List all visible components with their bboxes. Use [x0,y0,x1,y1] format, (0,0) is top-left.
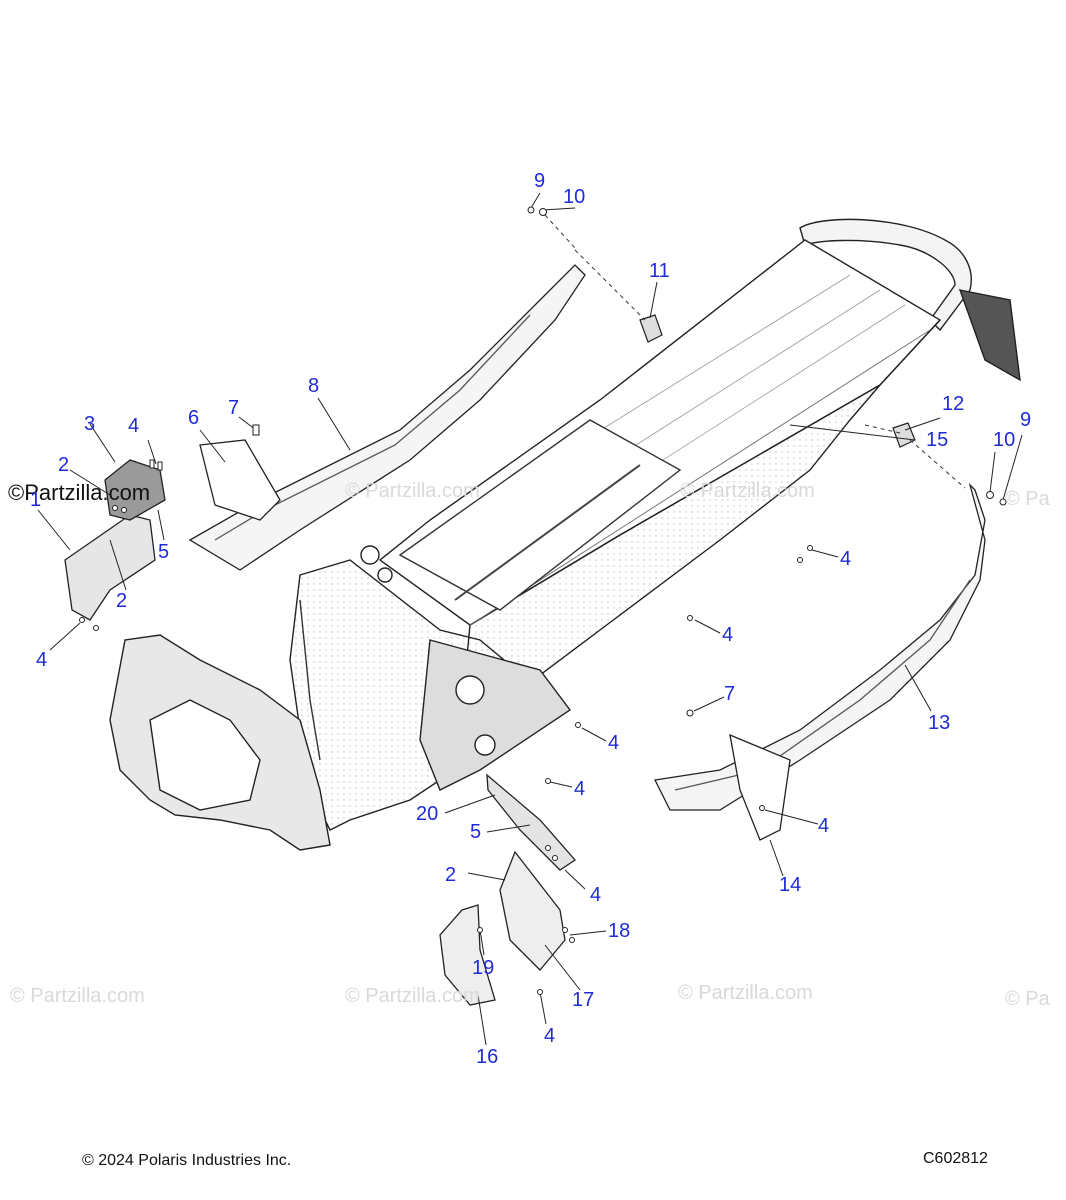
callout-16: 16 [476,1046,499,1068]
left-front-panels [64,459,166,621]
callout-6: 6 [188,407,200,429]
watermark: © Partzilla.com [680,480,815,502]
callout-4: 4 [840,548,852,570]
callout-4: 4 [574,778,586,800]
left-running-board [188,264,586,571]
callout-7: 7 [228,397,240,419]
callout-18: 18 [608,920,631,942]
callout-9: 9 [1020,409,1032,431]
rear-guards [439,773,576,1006]
callout-14: 14 [779,874,802,896]
callout-2: 2 [445,864,457,886]
callout-7: 7 [724,683,736,705]
callout-4: 4 [128,415,140,437]
watermark: © Pa [1005,488,1050,510]
callout-leaders [37,192,1023,1046]
plate-11 [639,314,663,343]
callout-9: 9 [534,170,546,192]
callout-20: 20 [416,803,439,825]
watermark: © Partzilla.com [345,985,480,1007]
callout-13: 13 [928,712,951,734]
rear-bumper [799,218,1021,382]
callout-2: 2 [58,454,70,476]
watermark: © Partzilla.com [678,982,813,1004]
callout-12: 12 [942,393,965,415]
watermark: © Partzilla.com [345,480,480,502]
fasteners [79,206,1007,995]
callout-3: 3 [84,413,96,435]
callout-8: 8 [308,375,320,397]
plate-12 [892,422,916,448]
diagram-code: C602812 [923,1150,988,1167]
callout-17: 17 [572,989,595,1011]
callout-1: 1 [30,489,42,511]
tunnel [378,239,942,732]
callout-10: 10 [993,429,1016,451]
callout-4: 4 [722,624,734,646]
callout-4: 4 [608,732,620,754]
dashed-leader-lines [544,214,966,489]
front-bulkhead [109,545,572,851]
callout-15: 15 [926,429,949,451]
callout-4: 4 [36,649,48,671]
callout-5: 5 [158,541,170,563]
watermark: © Pa [1005,988,1050,1010]
callout-10: 10 [563,186,586,208]
right-running-board [654,482,986,841]
callout-4: 4 [544,1025,556,1047]
watermark: © Partzilla.com [10,985,145,1007]
copyright-text: © 2024 Polaris Industries Inc. [82,1152,292,1169]
callout-2b: 4 [590,884,602,906]
callout-4: 4 [818,815,830,837]
callout-11: 11 [649,260,670,282]
callout-5: 5 [470,821,482,843]
callout-19: 19 [472,957,495,979]
watermark-main: ©Partzilla.com [8,480,151,505]
callout-2: 2 [116,590,128,612]
